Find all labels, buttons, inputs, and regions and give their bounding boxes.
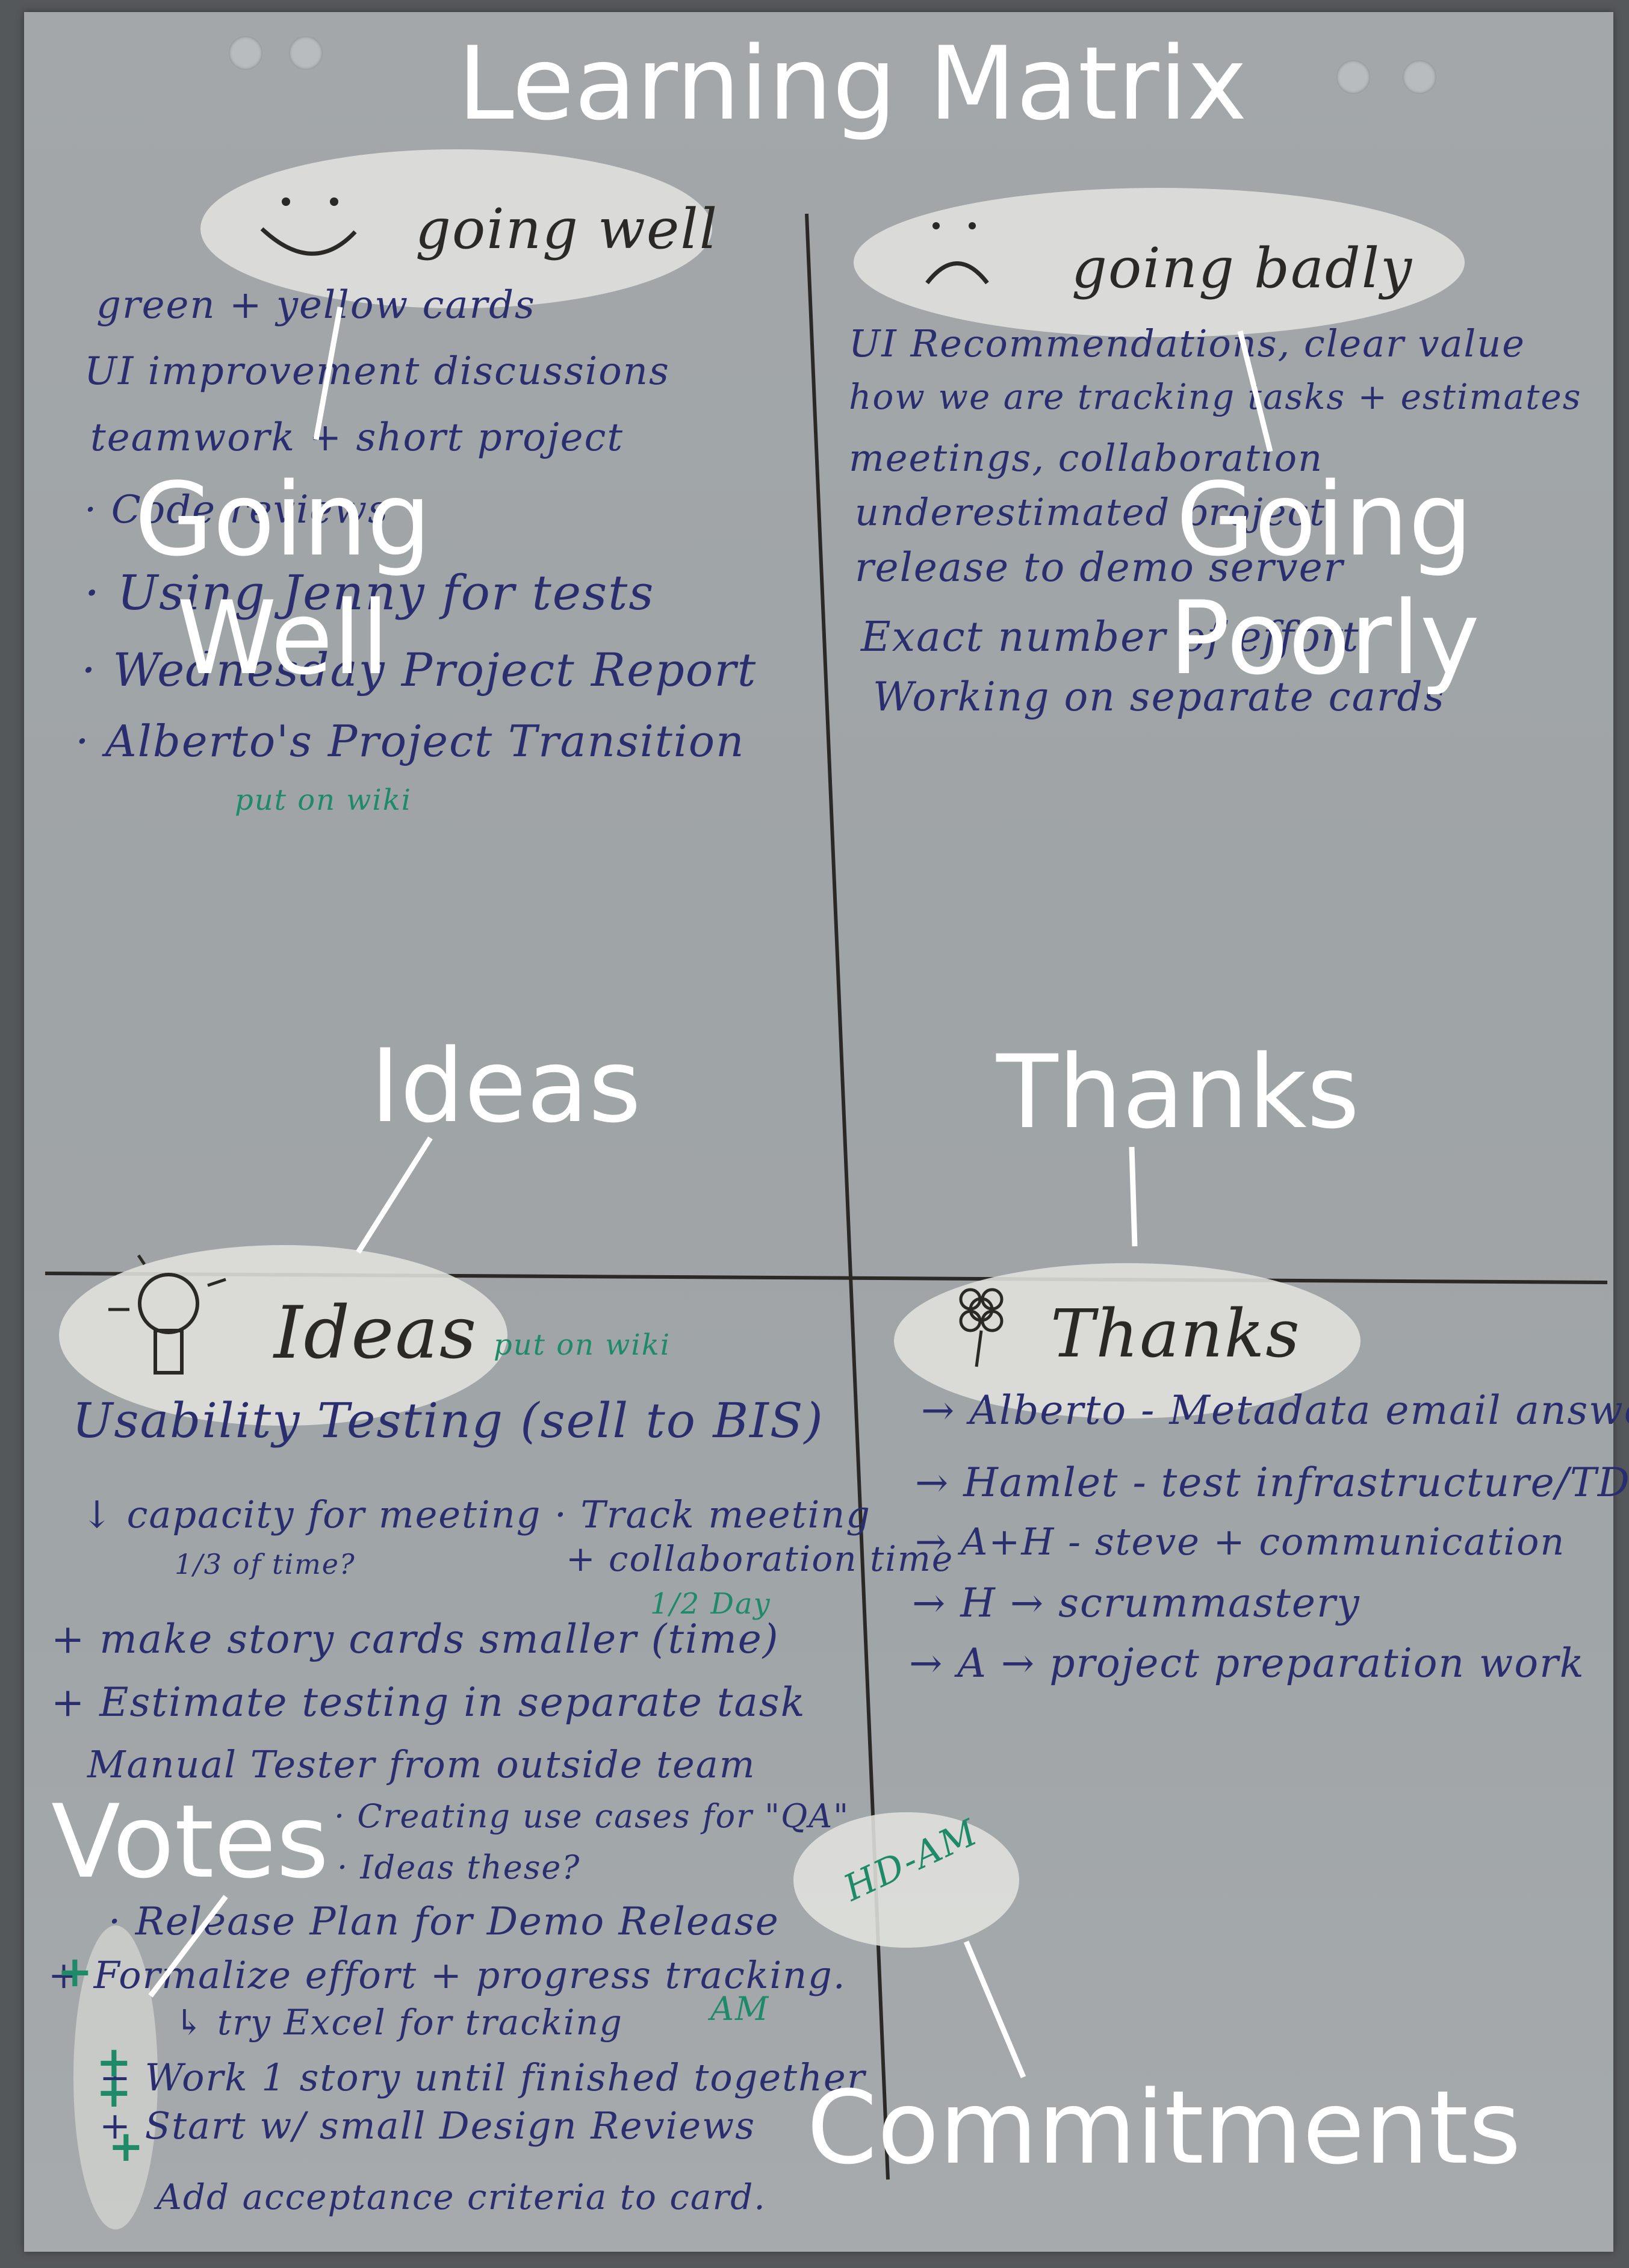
going-well-heading: going well [415,197,719,261]
list-item: teamwork + short project [90,415,624,460]
list-item: ↳ try Excel for tracking [175,2002,623,2043]
list-item: Add acceptance criteria to card. [157,2176,766,2217]
list-item: → A+H - steve + communication [915,1520,1566,1564]
going-badly-heading: going badly [1072,236,1413,300]
punch-hole [289,36,323,70]
vote-mark: + [108,2122,144,2171]
list-item: Manual Tester from outside team [87,1742,756,1786]
votes-pointer [148,1895,228,1998]
list-item: → Hamlet - test infrastructure/TDD [915,1459,1629,1506]
ideas-pointer [356,1136,433,1254]
punch-hole [229,36,262,70]
list-item: 1/3 of time? [175,1548,356,1580]
list-item: · Alberto's Project Transition [75,716,745,766]
thanks-pointer [1129,1146,1138,1247]
list-item: ↓ capacity for meeting · Track meeting [81,1493,871,1536]
list-item: underestimated project [855,490,1326,534]
commitment-initials: AM [710,1990,770,2028]
list-item: + make story cards smaller (time) [51,1616,780,1662]
list-item: 1/2 Day [650,1587,771,1621]
thanks-heading: Thanks [1050,1295,1301,1372]
list-item: · Wednesday Project Report [81,643,757,697]
votes-highlight [73,1925,158,2229]
list-item: + Start w/ small Design Reviews [99,2104,756,2148]
list-item: UI Recommendations, clear value [849,322,1525,365]
list-item: Exact number of effort [861,614,1360,661]
list-item: · Code reviews [84,488,389,532]
ideas-label: Ideas [370,1027,642,1145]
going-well-pointer [313,306,343,440]
list-item: → H → scrummastery [912,1580,1361,1626]
list-item: green + yellow cards [96,283,536,328]
vote-mark: + [57,1947,93,1996]
list-item: + collaboration time [566,1538,954,1579]
page-title: Learning Matrix [458,25,1247,143]
list-item: + Work 1 story until finished together [99,2055,866,2099]
ideas-highlight [59,1245,507,1426]
list-item: Working on separate cards [873,674,1445,720]
thanks-label: Thanks [996,1033,1360,1151]
list-item: · Ideas these? [337,1848,581,1886]
commitments-pointer [963,1940,1026,2078]
list-item: · Release Plan for Demo Release [108,1900,780,1944]
going-poorly-label: Going Poorly [1168,461,1480,697]
list-item: how we are tracking tasks + estimates [849,376,1582,417]
list-item: · Using Jenny for tests [84,565,655,621]
punch-hole [1403,60,1436,94]
list-item: Usability Testing (sell to BIS) [72,1393,824,1449]
list-item: · Creating use cases for "QA" [334,1797,850,1835]
list-item: UI improvement discussions [84,349,670,394]
list-item: + Estimate testing in separate task [51,1679,806,1726]
votes-label: Votes [51,1783,329,1901]
list-item: release to demo server [855,544,1344,591]
wiki-note: put on wiki [494,1328,671,1362]
list-item: + Formalize effort + progress tracking. [48,1953,846,1997]
commitments-highlight [793,1812,1019,1948]
vote-mark: + [96,2037,132,2087]
commitments-label: Commitments [807,2069,1521,2187]
going-well-label: Going Well [134,461,432,697]
ideas-heading: Ideas [274,1291,478,1375]
list-item: meetings, collaboration [849,436,1324,480]
wiki-note: put on wiki [235,783,412,817]
list-item: → A → project preparation work [909,1640,1585,1686]
going-poorly-pointer [1237,330,1273,453]
punch-hole [1336,60,1370,94]
vote-mark: + [96,2068,132,2117]
going-well-highlight [200,149,712,308]
list-item: → Alberto - Metadata email answers [921,1387,1629,1434]
